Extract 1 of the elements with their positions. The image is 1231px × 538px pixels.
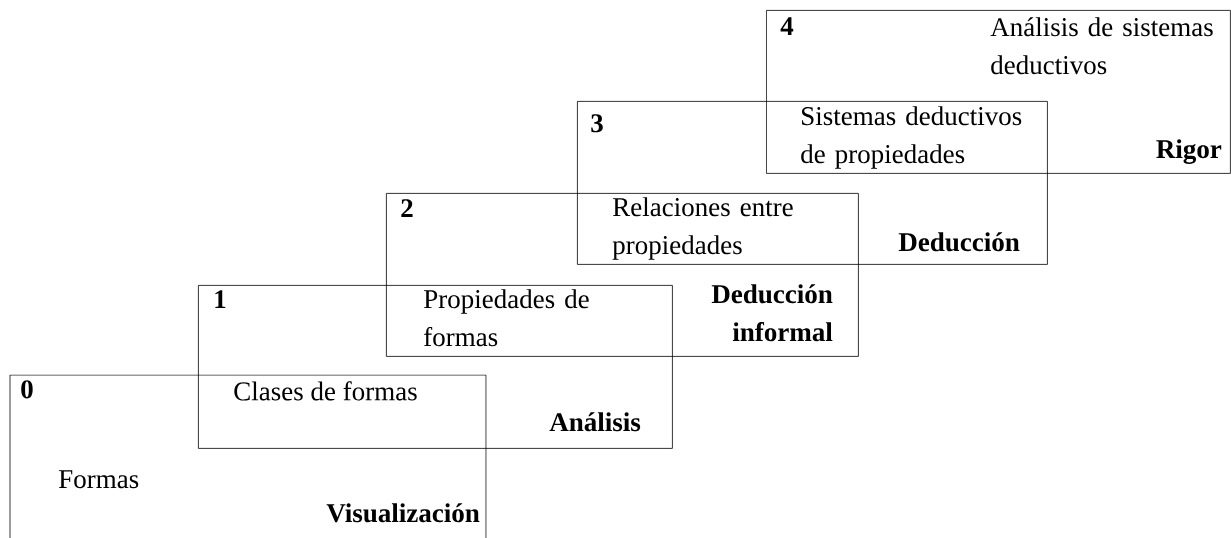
level-box: 4 Sistemas deductivos de propiedades Análisis de sistemas deductivos Rigor [766, 10, 1231, 174]
